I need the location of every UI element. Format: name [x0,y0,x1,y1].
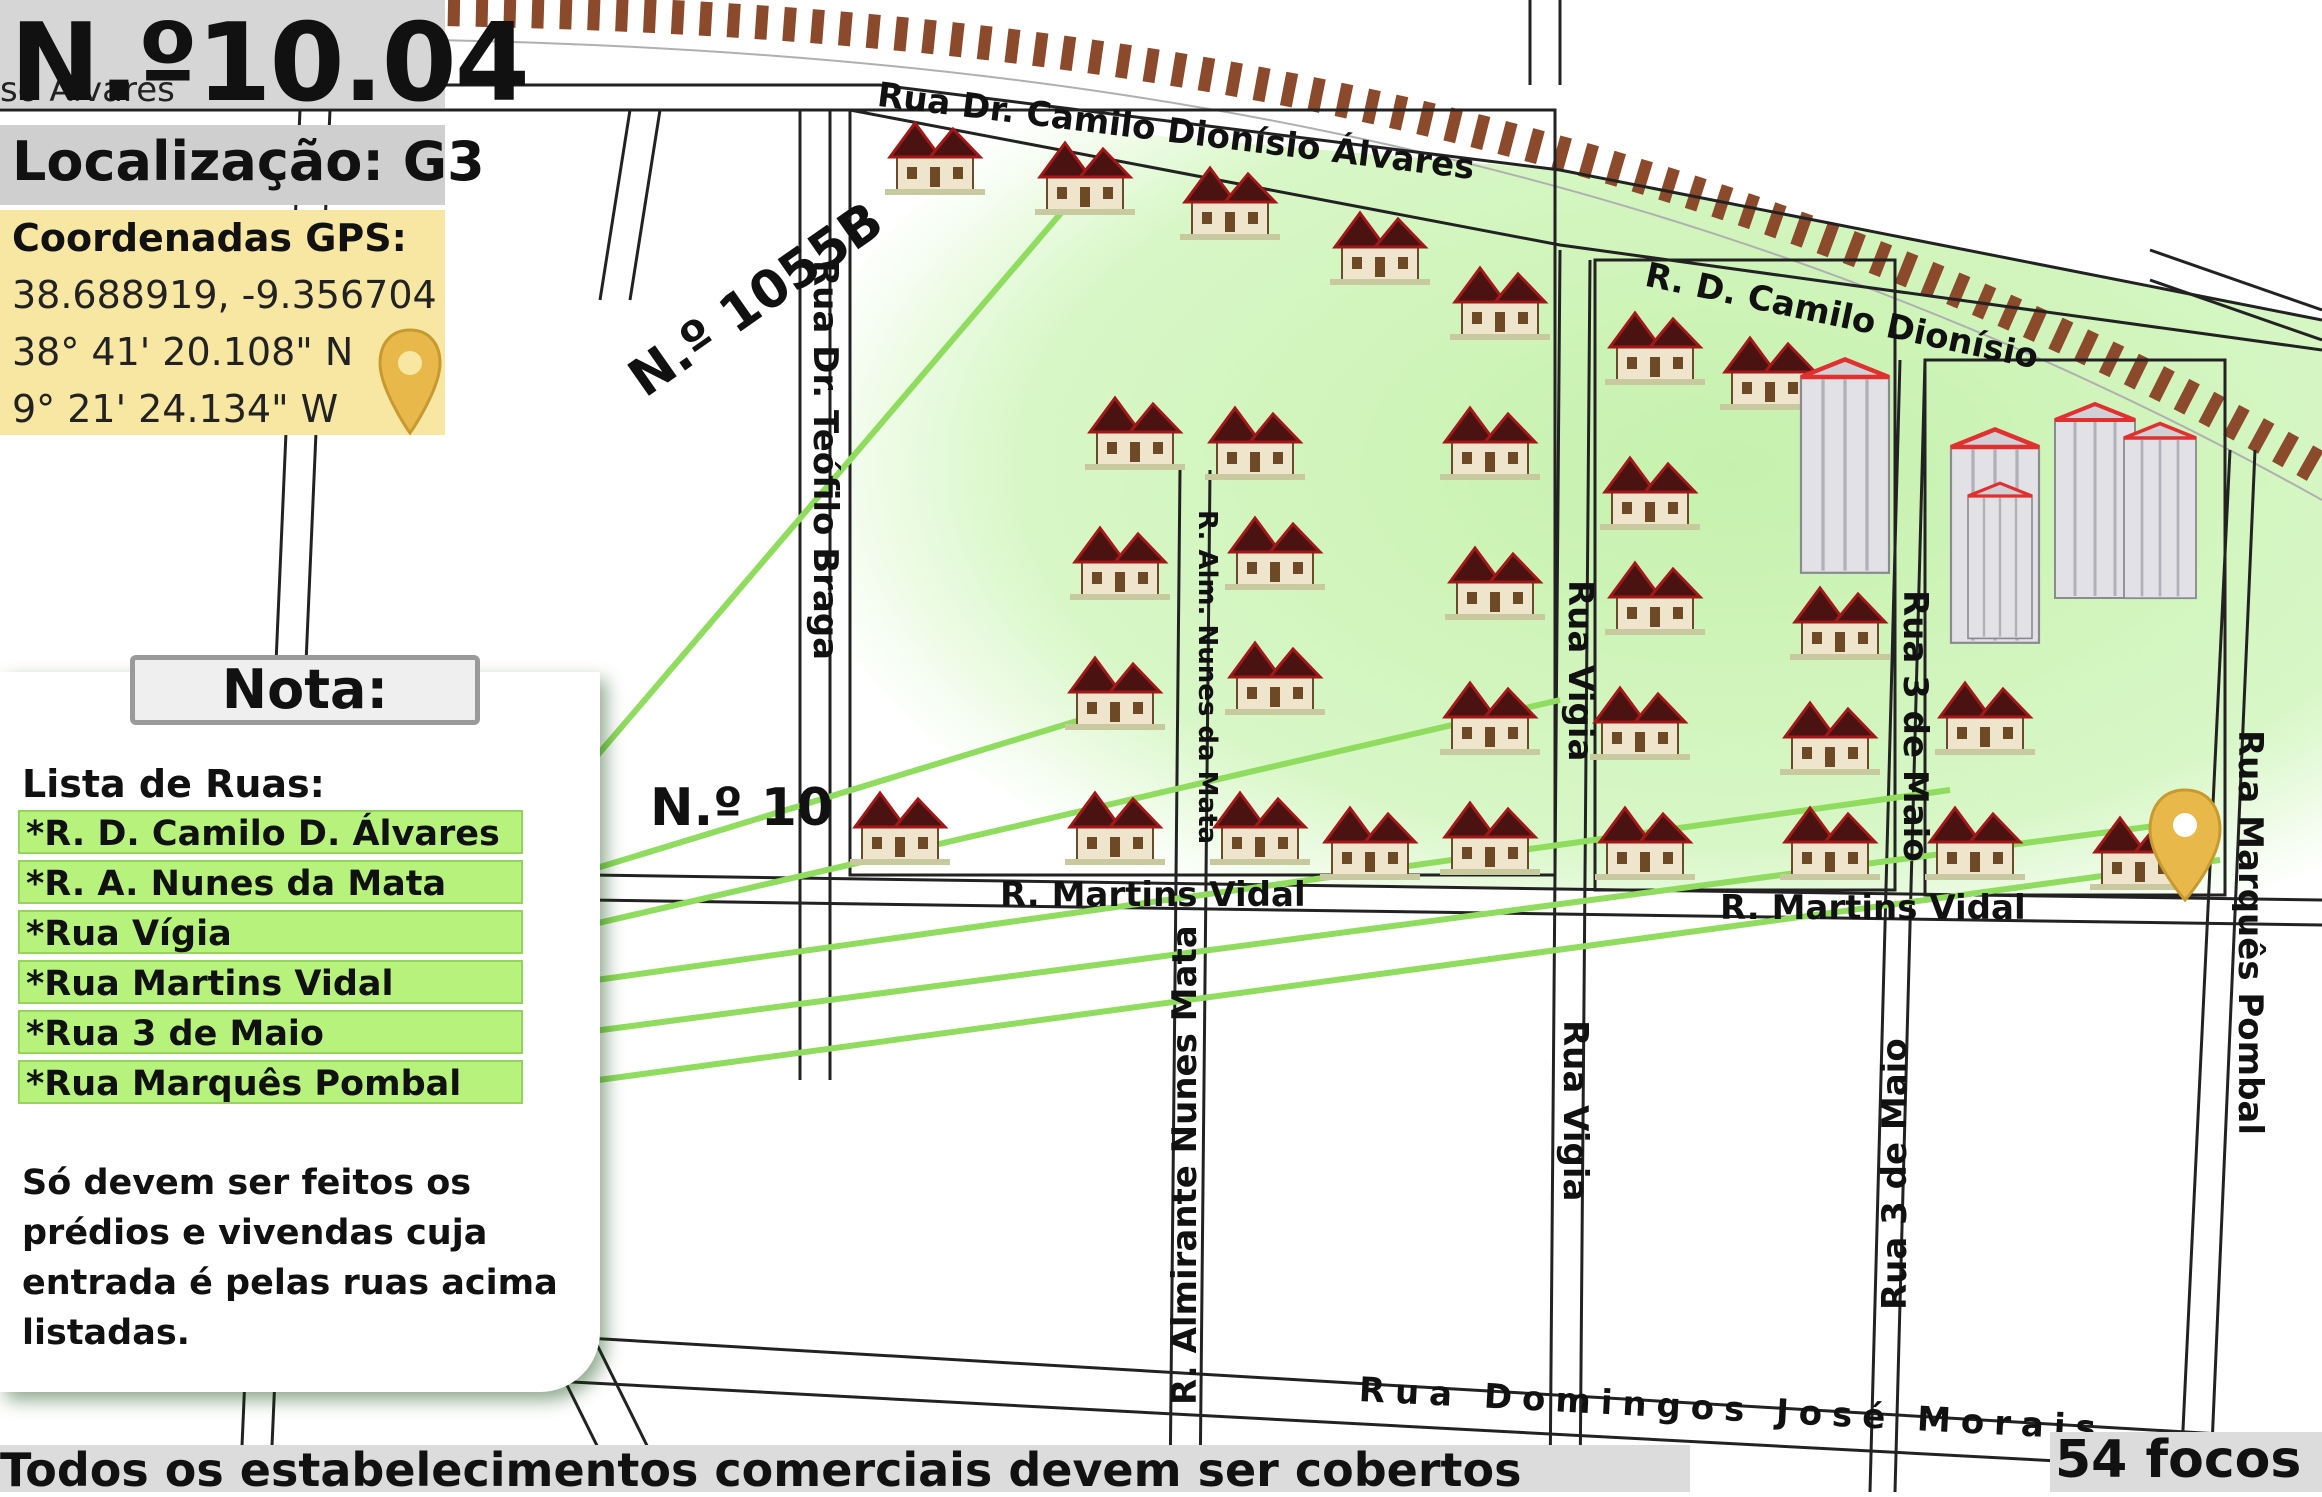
note-text: Só devem ser feitos os prédios e vivenda… [22,1163,558,1353]
label-rua-vigia-1: Rua Vigia [1560,580,1600,762]
gps-decimal: 38.688919, -9.356704 [12,273,437,317]
location-band [0,125,445,205]
list-item: *R. D. Camilo D. Álvares [18,810,523,854]
list-item: *Rua Martins Vidal [18,960,523,1004]
label-num-10: N.º 10 [650,778,834,838]
label-r-martins-1: R. Martins Vidal [1000,875,1306,915]
focos-band [2050,1432,2322,1492]
list-item: *Rua Vígia [18,910,523,954]
list-item: *Rua Marquês Pombal [18,1060,523,1104]
label-rua-vigia-2: Rua Vigia [1555,1020,1595,1202]
label-rua-3maio-1: Rua 3 de Maio [1895,590,1935,862]
label-rua-3maio-2: Rua 3 de Maio [1875,1038,1915,1310]
connector-lines [522,183,2221,1093]
gps-lat: 38° 41' 20.108" N [12,330,354,374]
gps-pin-icon [378,328,442,436]
bottom-band [0,1445,1690,1492]
list-heading: Lista de Ruas: [22,762,325,806]
partial-street-label: so Álvares [0,70,175,110]
gps-heading: Coordenadas GPS: [12,216,407,260]
page-title: N.º10.04 [10,1,530,126]
bottom-note: Todos os estabelecimentos comerciais dev… [0,1443,1522,1497]
location-label: Localização: G3 [12,130,485,193]
gps-lon: 9° 21' 24.134" W [12,387,339,431]
gps-panel: Coordenadas GPS: 38.688919, -9.356704 38… [0,210,445,435]
label-r-alm-nunes: R. Alm. Nunes da Mata [1192,510,1222,845]
map-pin-icon [2148,788,2222,903]
label-rua-teofilo: Rua Dr. Teófilo Braga [805,260,845,661]
list-item: *R. A. Nunes da Mata [18,860,523,904]
focos-count: 54 focos [2055,1430,2302,1490]
nota-title: Nota: [130,655,480,725]
title-band [0,0,445,108]
label-r-martins-2: R. Martins Vidal [1720,888,2026,928]
list-item: *Rua 3 de Maio [18,1010,523,1054]
label-rua-marques: Rua Marquês Pombal [2230,730,2270,1136]
label-r-almirante: R. Almirante Nunes Mata [1165,925,1205,1405]
